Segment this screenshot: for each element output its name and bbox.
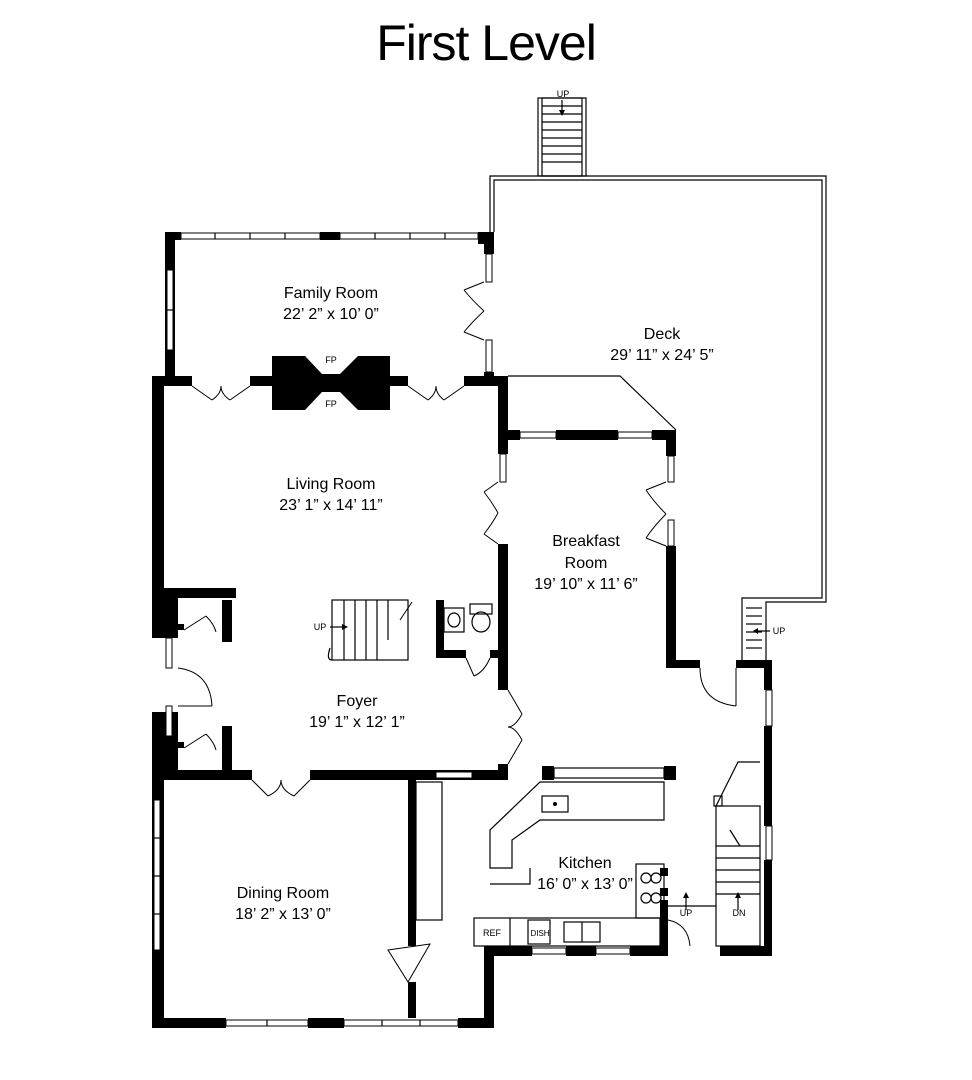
deck-stairs-top [537,97,587,177]
living-room-dims: 23’ 1” x 14’ 11” [279,497,382,514]
breakfast-room-name-1: Breakfast [552,533,620,550]
fp-label-family: FP [325,355,337,365]
breakfast-room-dims: 19’ 10” x 11’ 6” [534,576,637,593]
breakfast-room-name-2: Room [565,555,608,572]
rear-stairs [668,761,761,947]
walls [152,232,772,1028]
powder-room [443,603,493,633]
kitchen-counters [415,781,668,947]
living-room-name: Living Room [287,476,376,493]
up-label-kitchen: UP [680,908,693,918]
windows [153,232,773,1027]
deck-stairs-right [746,607,770,649]
page-title: First Level [376,15,597,71]
family-room-dims: 22’ 2” x 10’ 0” [283,306,379,323]
dining-room-name: Dining Room [237,885,329,902]
fp-label-living: FP [325,399,337,409]
kitchen-dims: 16’ 0” x 13’ 0” [537,876,633,893]
up-label-deck-top: UP [557,89,570,99]
deck-dims: 29’ 11” x 24’ 5” [610,347,713,364]
deck-name: Deck [644,326,681,343]
dining-room-dims: 18’ 2” x 13’ 0” [235,906,331,923]
foyer-dims: 19’ 1” x 12’ 1” [309,714,405,731]
family-room-name: Family Room [284,285,378,302]
ref-label: REF [483,928,502,938]
doors [177,281,737,983]
foyer-name: Foyer [337,693,379,710]
kitchen-name: Kitchen [558,855,611,872]
dn-label-kitchen: DN [733,908,746,918]
foyer-stairs [327,599,409,661]
up-label-foyer: UP [314,622,327,632]
dish-label: DISH [530,929,549,938]
up-label-deck-right: UP [773,626,786,636]
deck-outline [489,175,827,660]
